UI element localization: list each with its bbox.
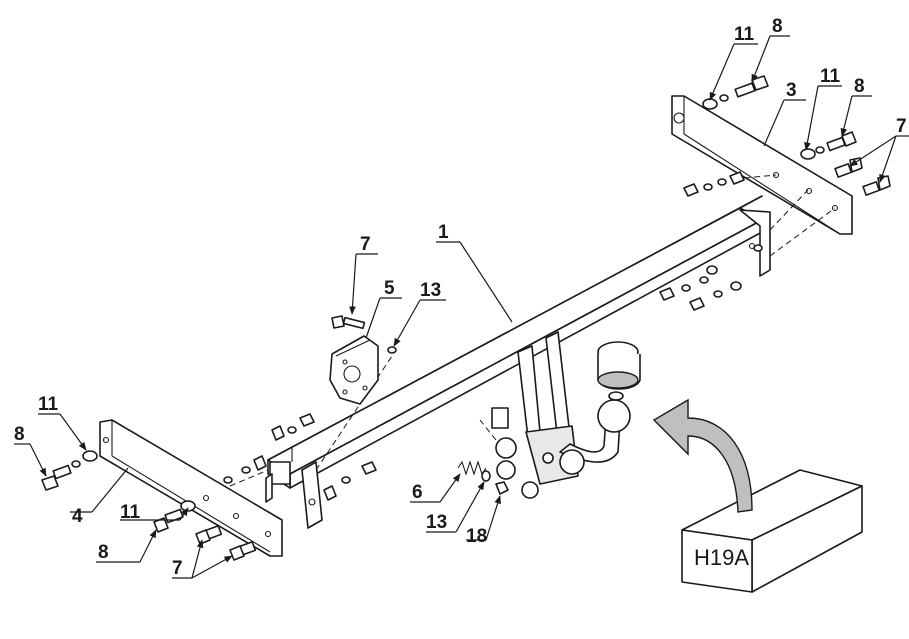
callout-5: 5 (384, 278, 395, 299)
leader-lines (14, 35, 909, 579)
callout-8-top: 8 (772, 16, 783, 37)
callout-11-bottom-left: 11 (120, 502, 141, 523)
right-mounting-plate (671, 95, 853, 235)
callout-1: 1 (438, 222, 449, 243)
package-box: H19A (681, 469, 863, 593)
callout-7-right: 7 (896, 116, 907, 137)
callout-13-mid: 13 (420, 280, 441, 301)
spring-washer-nut (457, 460, 509, 495)
callout-11-left: 11 (38, 394, 59, 415)
callout-labels: 11 8 3 11 8 7 1 7 5 13 11 8 4 11 8 7 6 1… (14, 16, 907, 579)
install-direction-arrow (652, 398, 753, 513)
package-label: H19A (694, 545, 749, 570)
callout-7-mid: 7 (360, 234, 371, 255)
crossbar-left-nuts (223, 413, 377, 501)
callout-6: 6 (412, 482, 423, 503)
left-mounting-plate (99, 419, 283, 557)
tow-ball-assembly (479, 331, 641, 499)
callout-3: 3 (786, 80, 797, 101)
callout-7-bottom-left: 7 (172, 558, 183, 579)
right-plate-fasteners (683, 75, 891, 197)
crossbar-right-nuts (659, 244, 763, 311)
socket-bracket (329, 315, 397, 405)
callout-8-left: 8 (14, 424, 25, 445)
callout-4: 4 (72, 506, 83, 527)
callout-18: 18 (466, 526, 487, 547)
callout-11-right: 11 (820, 66, 841, 87)
callout-13-bottom: 13 (426, 512, 447, 533)
callout-8-bottom-left: 8 (98, 542, 109, 563)
callout-11-top: 11 (734, 24, 755, 45)
callout-8-right: 8 (854, 76, 865, 97)
